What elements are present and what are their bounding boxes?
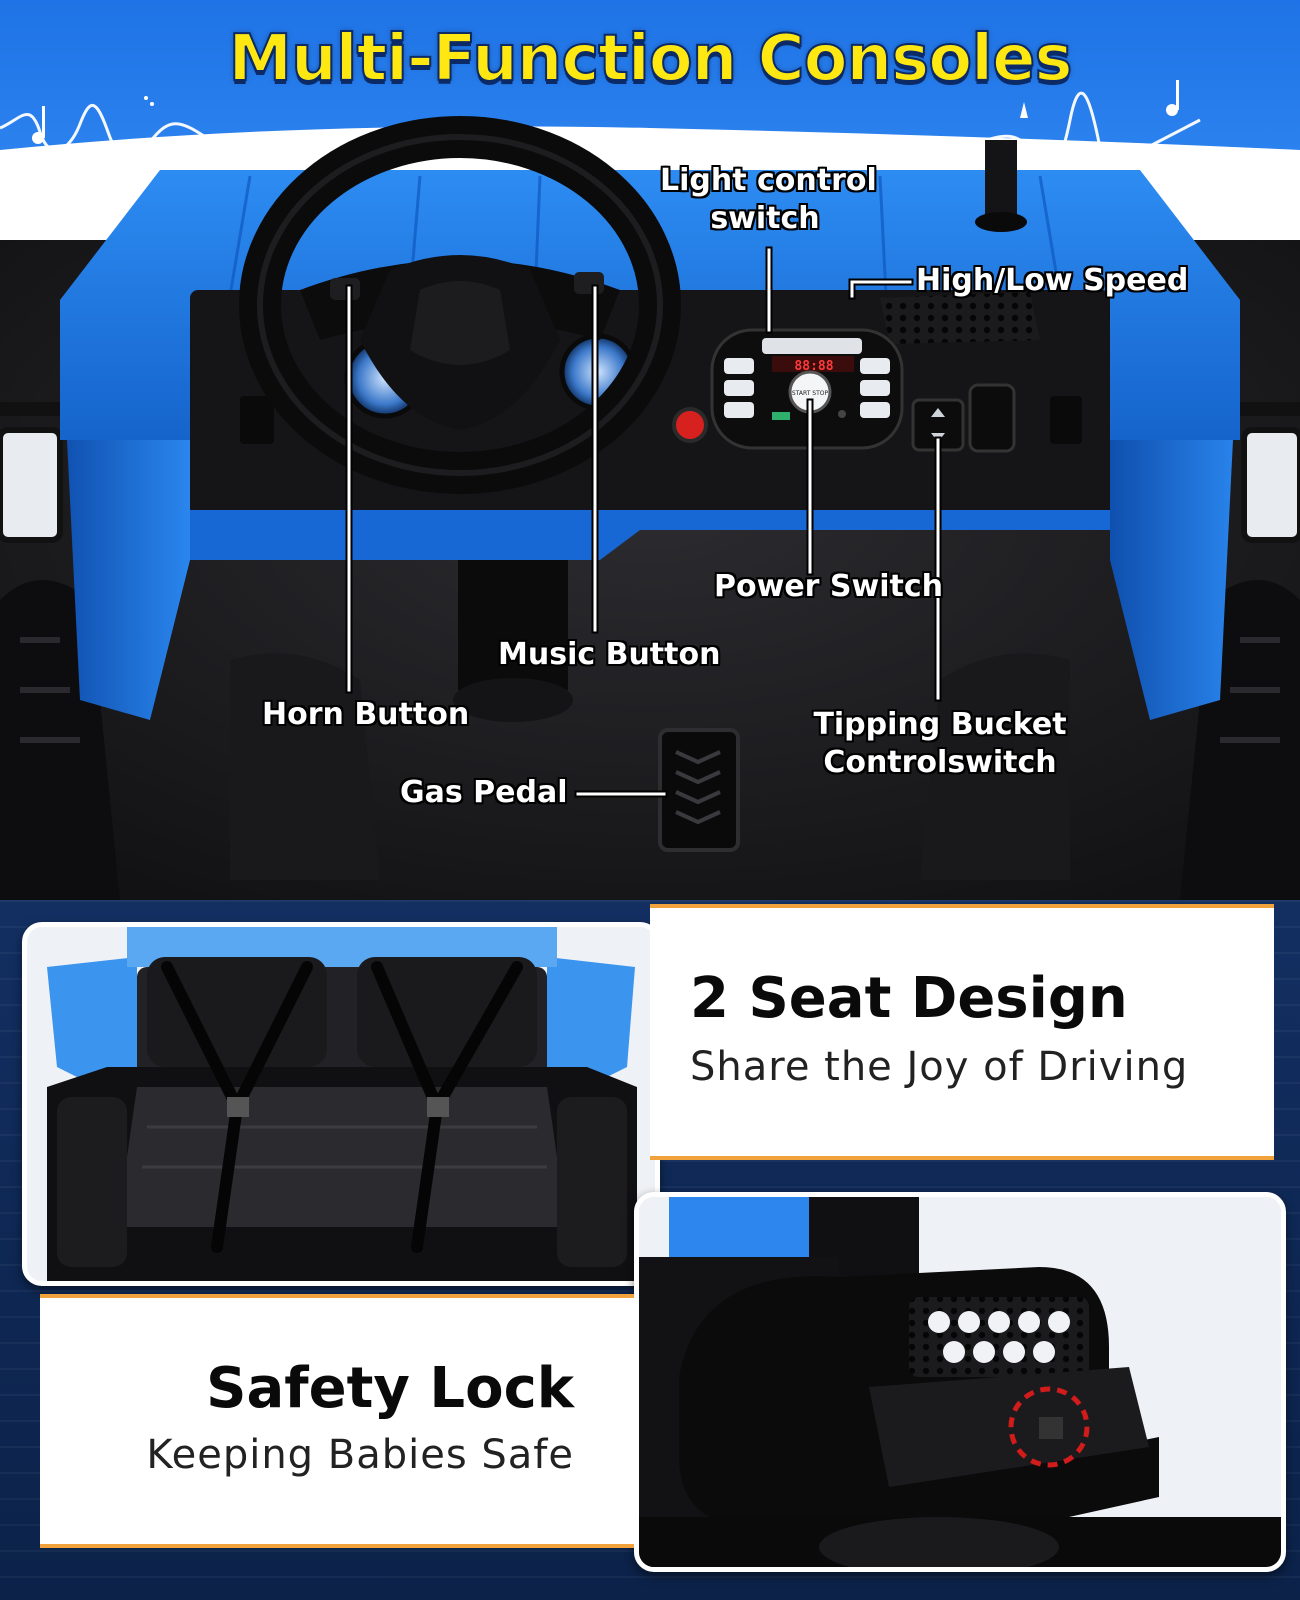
seat-design-title: 2 Seat Design bbox=[690, 966, 1128, 1031]
hood bbox=[60, 170, 1240, 440]
seat-illustration bbox=[27, 927, 655, 1281]
light-control-label: Light control switch bbox=[660, 162, 877, 238]
console-illustration: 88:88 START STOP bbox=[0, 0, 1300, 900]
safety-lock-illustration bbox=[639, 1197, 1281, 1567]
gas-pedal bbox=[658, 728, 740, 852]
music-decoration-icon bbox=[0, 91, 1201, 169]
card-accent-bottom bbox=[650, 1156, 1274, 1160]
callout-lines bbox=[347, 248, 940, 796]
safety-lock-card: Safety Lock Keeping Babies Safe bbox=[40, 1298, 634, 1546]
horn-button-label: Horn Button bbox=[262, 697, 470, 732]
speaker-grille bbox=[880, 292, 1040, 344]
gas-pedal-label: Gas Pedal bbox=[400, 775, 568, 810]
safety-lock-title: Safety Lock bbox=[206, 1356, 574, 1421]
tipping-bucket-label-line2: Controlswitch bbox=[823, 745, 1057, 780]
start-stop-label: START STOP bbox=[792, 390, 829, 397]
music-note-icon bbox=[32, 80, 1179, 144]
dash-vents bbox=[240, 396, 1082, 444]
panel-display: 88:88 bbox=[794, 359, 833, 374]
control-panel bbox=[710, 328, 904, 450]
card-accent-bottom bbox=[40, 1544, 634, 1548]
steering-column bbox=[458, 560, 568, 690]
seat-design-card: 2 Seat Design Share the Joy of Driving bbox=[650, 908, 1274, 1158]
steering-wheel bbox=[239, 116, 681, 494]
lock-highlight-circle bbox=[1008, 1386, 1090, 1468]
tipping-bucket-label: Tipping Bucket Controlswitch bbox=[812, 706, 1068, 782]
console-section: 88:88 START STOP bbox=[0, 0, 1300, 900]
music-button-label: Music Button bbox=[498, 637, 721, 672]
seat-photo bbox=[22, 922, 660, 1286]
card-accent-top bbox=[650, 904, 1274, 908]
safety-lock-subtitle: Keeping Babies Safe bbox=[146, 1432, 574, 1478]
features-section: 2 Seat Design Share the Joy of Driving bbox=[0, 900, 1300, 1600]
speed-label: High/Low Speed bbox=[916, 263, 1189, 298]
tipping-bucket-label-line1: Tipping Bucket bbox=[813, 707, 1067, 742]
safety-lock-photo bbox=[634, 1192, 1286, 1572]
charging-socket bbox=[968, 383, 1016, 453]
red-dash-button bbox=[672, 407, 708, 443]
page-title: Multi-Function Consoles bbox=[227, 21, 1073, 97]
seat-design-subtitle: Share the Joy of Driving bbox=[690, 1044, 1189, 1090]
light-control-label-line1: Light control bbox=[660, 163, 877, 198]
power-switch-label: Power Switch bbox=[714, 569, 943, 604]
dash-trim bbox=[190, 510, 1110, 560]
light-control-label-line2: switch bbox=[710, 201, 820, 236]
card-accent-top bbox=[40, 1294, 634, 1298]
wheel-tread bbox=[20, 637, 1280, 743]
